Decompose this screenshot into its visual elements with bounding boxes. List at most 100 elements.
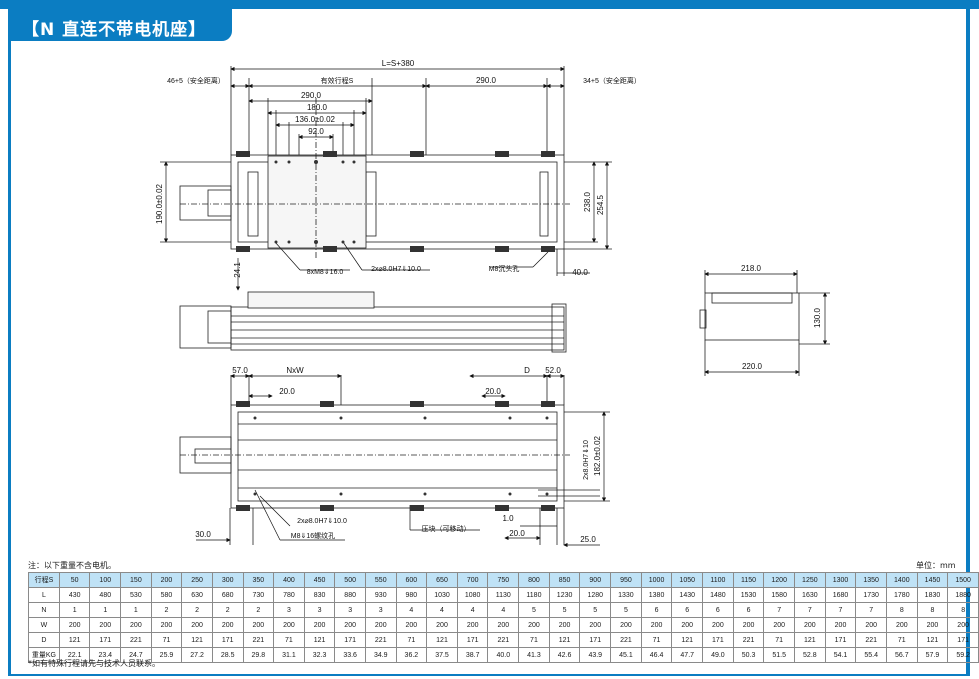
dim-92: 92.0 — [308, 127, 324, 136]
table-cell: 171 — [947, 632, 979, 648]
end-dimension-texts: 218.0 220.0 130.0 — [741, 264, 822, 371]
table-cell: 550 — [364, 572, 397, 588]
table-cell: 41.3 — [518, 647, 550, 663]
dim-end-218: 218.0 — [741, 264, 762, 273]
table-cell: 480 — [89, 587, 122, 603]
table-cell: 1000 — [640, 572, 673, 588]
label-2x8b: 2x⌀8.0H7⇓10.0 — [297, 517, 347, 525]
top-view — [160, 66, 612, 276]
table-cell: 1330 — [610, 587, 642, 603]
table-cell: 56.7 — [885, 647, 918, 663]
table-cell: 49.0 — [702, 647, 734, 663]
dim-40: 40.0 — [572, 268, 588, 277]
table-cell: 4 — [487, 602, 520, 618]
label-8xm8: 8xM8⇓16.0 — [307, 268, 344, 276]
table-cell: 530 — [120, 587, 152, 603]
table-cell: 71 — [640, 632, 673, 648]
table-cell: 2 — [181, 602, 213, 618]
table-cell: 50.3 — [732, 647, 765, 663]
bottom-view — [179, 375, 610, 545]
table-cell: 1500 — [947, 572, 979, 588]
table-cell: 200 — [794, 617, 826, 633]
table-cell: 27.2 — [181, 647, 213, 663]
table-cell: 700 — [456, 572, 489, 588]
table-cell: 1100 — [702, 572, 734, 588]
table-cell: 200 — [916, 617, 949, 633]
dim-20b: 20.0 — [485, 387, 501, 396]
table-cell: 54.1 — [824, 647, 857, 663]
table-cell: 930 — [364, 587, 397, 603]
table-cell: 3 — [364, 602, 397, 618]
table-cell: 2 — [211, 602, 244, 618]
dim-stroke: 有效行程S — [321, 76, 354, 85]
table-cell: 57.9 — [916, 647, 949, 663]
table-cell: 1630 — [794, 587, 826, 603]
table-cell: 8 — [916, 602, 949, 618]
table-cell: 59.2 — [947, 647, 979, 663]
table-cell: 171 — [579, 632, 612, 648]
table-cell: 36.2 — [395, 647, 428, 663]
table-cell: 5 — [518, 602, 550, 618]
side-view — [179, 291, 567, 353]
table-cell: 5 — [610, 602, 642, 618]
table-cell: 200 — [150, 617, 183, 633]
table-cell: 43.9 — [579, 647, 612, 663]
table-cell: 221 — [855, 632, 887, 648]
table-cell: 200 — [364, 617, 397, 633]
table-cell: 40.0 — [487, 647, 520, 663]
table-cell: 200 — [303, 617, 336, 633]
table-cell: 200 — [181, 617, 213, 633]
table-cell: 71 — [273, 632, 305, 648]
table-cell: 221 — [487, 632, 520, 648]
table-cell: 1 — [58, 602, 91, 618]
table-cell: 1 — [120, 602, 152, 618]
table-cell: 121 — [916, 632, 949, 648]
table-cell: 200 — [763, 617, 796, 633]
table-cell: 1250 — [794, 572, 826, 588]
table-cell: 71 — [518, 632, 550, 648]
label-v2x8: 2x8.0H7⇓10 — [582, 440, 590, 480]
row-label: L — [28, 587, 60, 603]
table-cell: 5 — [548, 602, 581, 618]
weight-note: 注：以下重量不含电机。 — [28, 561, 116, 570]
table-cell: 171 — [824, 632, 857, 648]
label-m8thread: M8⇓16螺纹孔 — [291, 531, 335, 540]
table-cell: 1030 — [426, 587, 458, 603]
table-cell: 171 — [211, 632, 244, 648]
table-cell: 1300 — [824, 572, 857, 588]
table-cell: 1680 — [824, 587, 857, 603]
table-cell: 600 — [395, 572, 428, 588]
table-cell: 121 — [303, 632, 336, 648]
table-cell: 2 — [150, 602, 183, 618]
table-cell: 1050 — [671, 572, 704, 588]
table-cell: 171 — [456, 632, 489, 648]
label-2x8: 2x⌀8.0H7⇓10.0 — [371, 265, 421, 273]
table-cell: 55.4 — [855, 647, 887, 663]
table-cell: 2 — [242, 602, 275, 618]
dim-24: 24.1 — [233, 262, 242, 278]
table-cell: 7 — [794, 602, 826, 618]
table-cell: 300 — [211, 572, 244, 588]
table-cell: 200 — [548, 617, 581, 633]
table-cell: 750 — [487, 572, 520, 588]
section-title: 【N 直连不带电机座】 — [22, 20, 207, 40]
table-cell: 221 — [364, 632, 397, 648]
table-cell: 221 — [732, 632, 765, 648]
table-cell: 1080 — [456, 587, 489, 603]
table-cell: 46.4 — [640, 647, 673, 663]
table-cell: 5 — [579, 602, 612, 618]
row-label: W — [28, 617, 60, 633]
table-cell: 8 — [885, 602, 918, 618]
table-cell: 1 — [89, 602, 122, 618]
table-cell: 200 — [487, 617, 520, 633]
dim-180: 180.0 — [307, 103, 328, 112]
table-cell: 880 — [334, 587, 366, 603]
dim-52: 52.0 — [545, 366, 561, 375]
table-cell: 171 — [334, 632, 366, 648]
table-cell: 1480 — [702, 587, 734, 603]
table-cell: 200 — [242, 617, 275, 633]
